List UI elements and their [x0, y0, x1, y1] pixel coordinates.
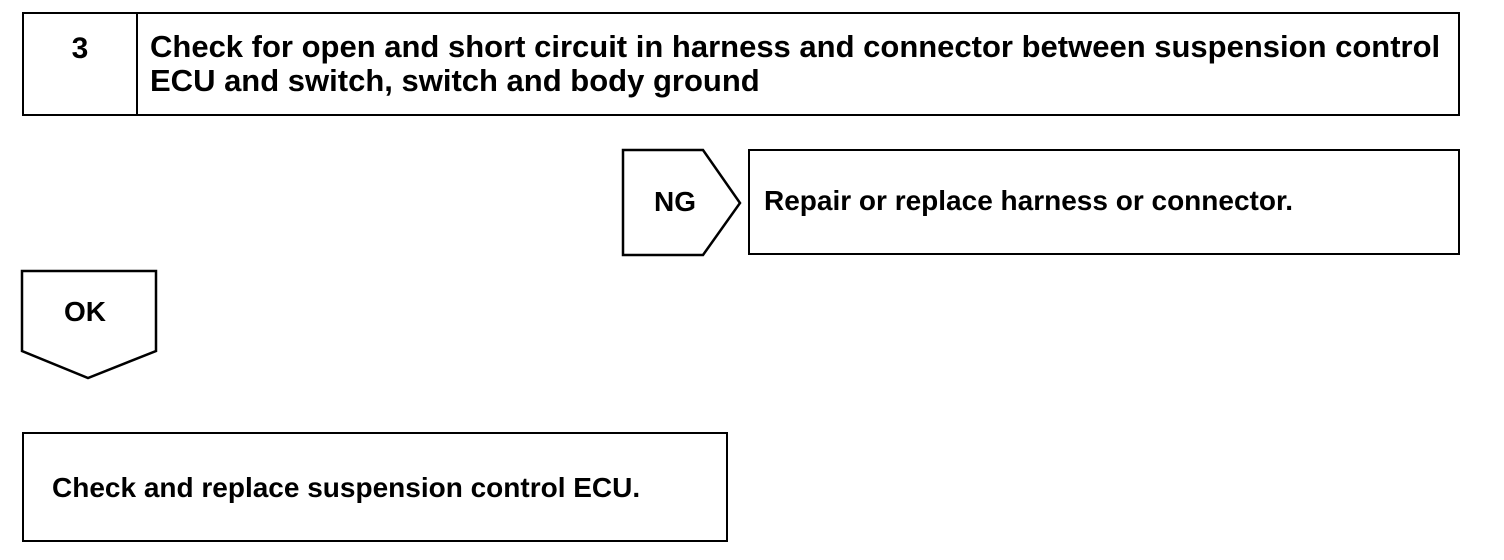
- step-title: Check for open and short circuit in harn…: [150, 29, 1441, 98]
- ok-result-text: Check and replace suspension control ECU…: [52, 472, 641, 503]
- ng-arrow-shape: [621, 148, 742, 257]
- step-box: 3 Check for open and short circuit in ha…: [22, 12, 1460, 116]
- step-number: 3: [24, 14, 138, 114]
- ok-result-box: Check and replace suspension control ECU…: [22, 432, 728, 542]
- ok-arrow-shape: [20, 269, 158, 380]
- ng-result-text: Repair or replace harness or connector.: [764, 185, 1294, 216]
- ng-result-box: Repair or replace harness or connector.: [748, 149, 1460, 255]
- ok-label: OK: [64, 296, 106, 327]
- ng-label: NG: [654, 186, 696, 217]
